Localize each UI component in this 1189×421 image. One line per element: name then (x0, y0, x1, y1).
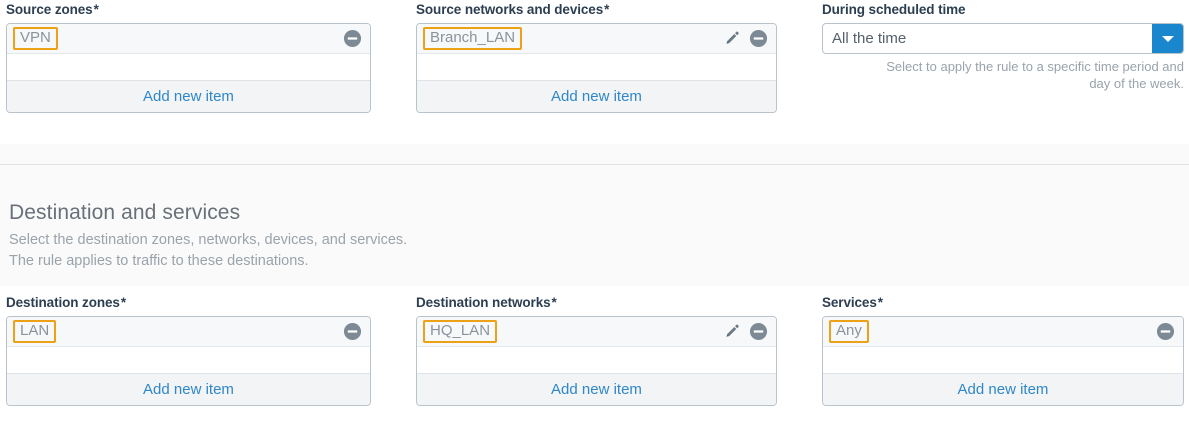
required-asterisk: * (604, 2, 610, 17)
add-new-item-button[interactable]: Add new item (7, 374, 370, 405)
item-actions (724, 322, 768, 341)
item-chip[interactable]: Any (829, 320, 869, 343)
minus-circle-icon[interactable] (343, 29, 362, 48)
item-chip[interactable]: HQ_LAN (423, 320, 498, 343)
destination-networks-listbox[interactable]: HQ_LAN Add new item (416, 316, 777, 406)
scheduled-time-label: During scheduled time (822, 2, 1184, 18)
item-chip[interactable]: Branch_LAN (423, 27, 523, 50)
listbox-empty-row (7, 54, 370, 81)
services-item-list: Any (823, 317, 1183, 347)
list-item[interactable]: LAN (7, 317, 370, 347)
source-zones-item-list: VPN (7, 24, 370, 54)
destination-zones-label-text: Destination zones (6, 295, 120, 310)
required-asterisk: * (877, 295, 883, 310)
minus-circle-icon[interactable] (1156, 322, 1175, 341)
add-new-item-label: Add new item (143, 381, 234, 398)
list-item[interactable]: Any (823, 317, 1183, 347)
list-item[interactable]: HQ_LAN (417, 317, 776, 347)
source-networks-label-text: Source networks and devices (416, 2, 604, 17)
destination-zones-listbox[interactable]: LAN Add new item (6, 316, 371, 406)
source-zones-label: Source zones* (6, 2, 371, 18)
destination-zones-item-list: LAN (7, 317, 370, 347)
scheduled-time-hint: Select to apply the rule to a specific t… (822, 58, 1184, 92)
add-new-item-label: Add new item (551, 88, 642, 105)
minus-circle-icon[interactable] (343, 322, 362, 341)
field-services: Services* Any Add new item (822, 295, 1184, 406)
listbox-empty-row (823, 347, 1183, 374)
destination-networks-label: Destination networks* (416, 295, 777, 311)
item-actions (343, 29, 362, 48)
destination-networks-item-list: HQ_LAN (417, 317, 776, 347)
required-asterisk: * (93, 2, 99, 17)
item-chip[interactable]: VPN (13, 27, 58, 50)
destination-networks-label-text: Destination networks (416, 295, 551, 310)
services-label: Services* (822, 295, 1184, 311)
page-title: Destination and services (9, 201, 241, 224)
minus-circle-icon[interactable] (749, 29, 768, 48)
destination-section-band (0, 144, 1189, 286)
add-new-item-label: Add new item (143, 88, 234, 105)
section-divider (0, 164, 1189, 165)
source-networks-item-list: Branch_LAN (417, 24, 776, 54)
services-listbox[interactable]: Any Add new item (822, 316, 1184, 406)
listbox-empty-row (417, 347, 776, 374)
source-zones-listbox[interactable]: VPN Add new item (6, 23, 371, 113)
list-item[interactable]: VPN (7, 24, 370, 54)
pencil-icon[interactable] (724, 30, 741, 47)
chevron-down-icon (1161, 35, 1174, 42)
pencil-icon[interactable] (724, 323, 741, 340)
item-actions (1156, 322, 1175, 341)
listbox-empty-row (417, 54, 776, 81)
source-networks-label: Source networks and devices* (416, 2, 777, 18)
field-scheduled-time: During scheduled time All the time Selec… (822, 2, 1184, 92)
scheduled-time-value[interactable]: All the time (832, 30, 907, 47)
scheduled-time-label-text: During scheduled time (822, 2, 966, 17)
add-new-item-button[interactable]: Add new item (417, 81, 776, 112)
section-subtitle-line-1: Select the destination zones, networks, … (9, 232, 408, 248)
add-new-item-button[interactable]: Add new item (417, 374, 776, 405)
add-new-item-label: Add new item (551, 381, 642, 398)
item-actions (343, 322, 362, 341)
add-new-item-button[interactable]: Add new item (7, 81, 370, 112)
field-source-networks: Source networks and devices* Branch_LAN … (416, 2, 777, 113)
field-destination-networks: Destination networks* HQ_LAN Add new ite… (416, 295, 777, 406)
item-actions (724, 29, 768, 48)
required-asterisk: * (120, 295, 126, 310)
add-new-item-label: Add new item (957, 381, 1049, 398)
minus-circle-icon[interactable] (749, 322, 768, 341)
required-asterisk (965, 2, 966, 17)
add-new-item-button[interactable]: Add new item (823, 374, 1183, 405)
scheduled-time-hint-line-1: Select to apply the rule to a specific t… (886, 59, 1184, 74)
scheduled-time-dropdown-button[interactable] (1152, 24, 1183, 53)
list-item[interactable]: Branch_LAN (417, 24, 776, 54)
source-networks-listbox[interactable]: Branch_LAN Add new item (416, 23, 777, 113)
scheduled-time-select[interactable]: All the time (822, 23, 1184, 54)
field-destination-zones: Destination zones* LAN Add new item (6, 295, 371, 406)
item-chip[interactable]: LAN (13, 320, 57, 343)
required-asterisk: * (551, 295, 557, 310)
services-label-text: Services (822, 295, 877, 310)
section-subtitle-line-2: The rule applies to traffic to these des… (9, 253, 309, 269)
source-zones-label-text: Source zones (6, 2, 93, 17)
listbox-empty-row (7, 347, 370, 374)
destination-zones-label: Destination zones* (6, 295, 371, 311)
field-source-zones: Source zones* VPN Add new item (6, 2, 371, 113)
scheduled-time-hint-line-2: day of the week. (1089, 76, 1184, 91)
